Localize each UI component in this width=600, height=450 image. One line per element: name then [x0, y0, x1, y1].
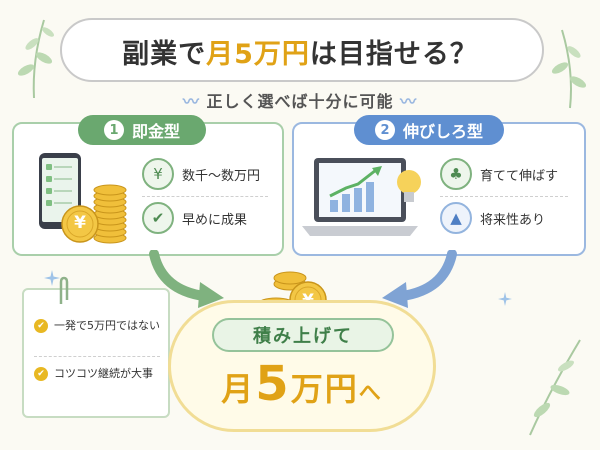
- title-text: は目指せる？: [309, 39, 478, 70]
- feature-text: 将来性あり: [480, 212, 546, 228]
- growth-chart-icon: ▲: [440, 202, 472, 234]
- sparkle-icon: [44, 270, 60, 286]
- goal-ribbon: 積み上げて: [212, 318, 394, 352]
- leaf-branch-right-icon: [551, 29, 587, 109]
- arrow-right-to-goal-icon: [382, 250, 457, 308]
- feature-text: 早めに成果: [182, 212, 248, 228]
- goal-text: 月5万円へ: [168, 356, 436, 412]
- divider: [142, 196, 268, 197]
- note-text: 一発で5万円ではない: [54, 319, 160, 332]
- note-item: ✔ コツコツ継続が大事: [34, 366, 162, 381]
- title-frame: [60, 18, 544, 82]
- divider: [440, 196, 568, 197]
- coin-stack-icon: [61, 184, 127, 244]
- sparkle-icon: [498, 292, 512, 306]
- growth-type-label: 2 伸びしろ型: [354, 115, 504, 145]
- title-highlight: 月5万円: [206, 39, 310, 70]
- panel-label: 伸びしろ型: [402, 122, 483, 141]
- goal-unit: 万円: [290, 370, 359, 408]
- sprout-icon: ♣: [440, 158, 472, 190]
- money-bag-icon: ¥: [142, 158, 174, 190]
- leaf-branch-bottom-right-icon: [529, 339, 581, 436]
- check-icon: ✔: [34, 367, 48, 381]
- number-badge: 2: [374, 120, 395, 140]
- page-title: 副業で月5万円は目指せる？: [0, 32, 600, 71]
- subtitle-text: 正しく選べば十分に可能: [206, 92, 394, 111]
- feature-item: ♣ 育てて伸ばす: [440, 158, 558, 190]
- leaf-branch-left-icon: [17, 19, 54, 99]
- lightbulb-icon: [397, 170, 421, 202]
- feature-text: 育てて伸ばす: [480, 168, 559, 184]
- instant-type-label: 1 即金型: [78, 115, 206, 145]
- paperclip-icon: [59, 276, 69, 304]
- number-badge: 1: [103, 120, 124, 140]
- panel-label: 即金型: [131, 122, 180, 141]
- subtitle: 〰 正しく選べば十分に可能 〰: [0, 88, 600, 112]
- note-item: ✔ 一発で5万円ではない: [34, 318, 162, 333]
- feature-text: 数千〜数万円: [182, 168, 261, 184]
- title-text: 副業で: [122, 39, 207, 70]
- goal-number: 5: [255, 356, 291, 412]
- yen-symbol: ¥: [74, 213, 86, 233]
- feature-item: ✔ 早めに成果: [142, 202, 247, 234]
- goal-prefix: 月: [221, 370, 256, 408]
- dash-decoration: 〰: [393, 92, 418, 111]
- check-icon: ✔: [34, 319, 48, 333]
- feature-item: ▲ 将来性あり: [440, 202, 545, 234]
- note-card: ✔ 一発で5万円ではない ✔ コツコツ継続が大事: [22, 288, 170, 418]
- divider: [34, 356, 160, 357]
- arrow-left-to-goal-icon: [149, 250, 224, 308]
- feature-item: ¥ 数千〜数万円: [142, 158, 260, 190]
- note-text: コツコツ継続が大事: [54, 367, 153, 380]
- dash-decoration: 〰: [182, 92, 207, 111]
- check-icon: ✔: [142, 202, 174, 234]
- goal-tail: へ: [358, 381, 383, 406]
- laptop-chart-icon: [302, 158, 418, 236]
